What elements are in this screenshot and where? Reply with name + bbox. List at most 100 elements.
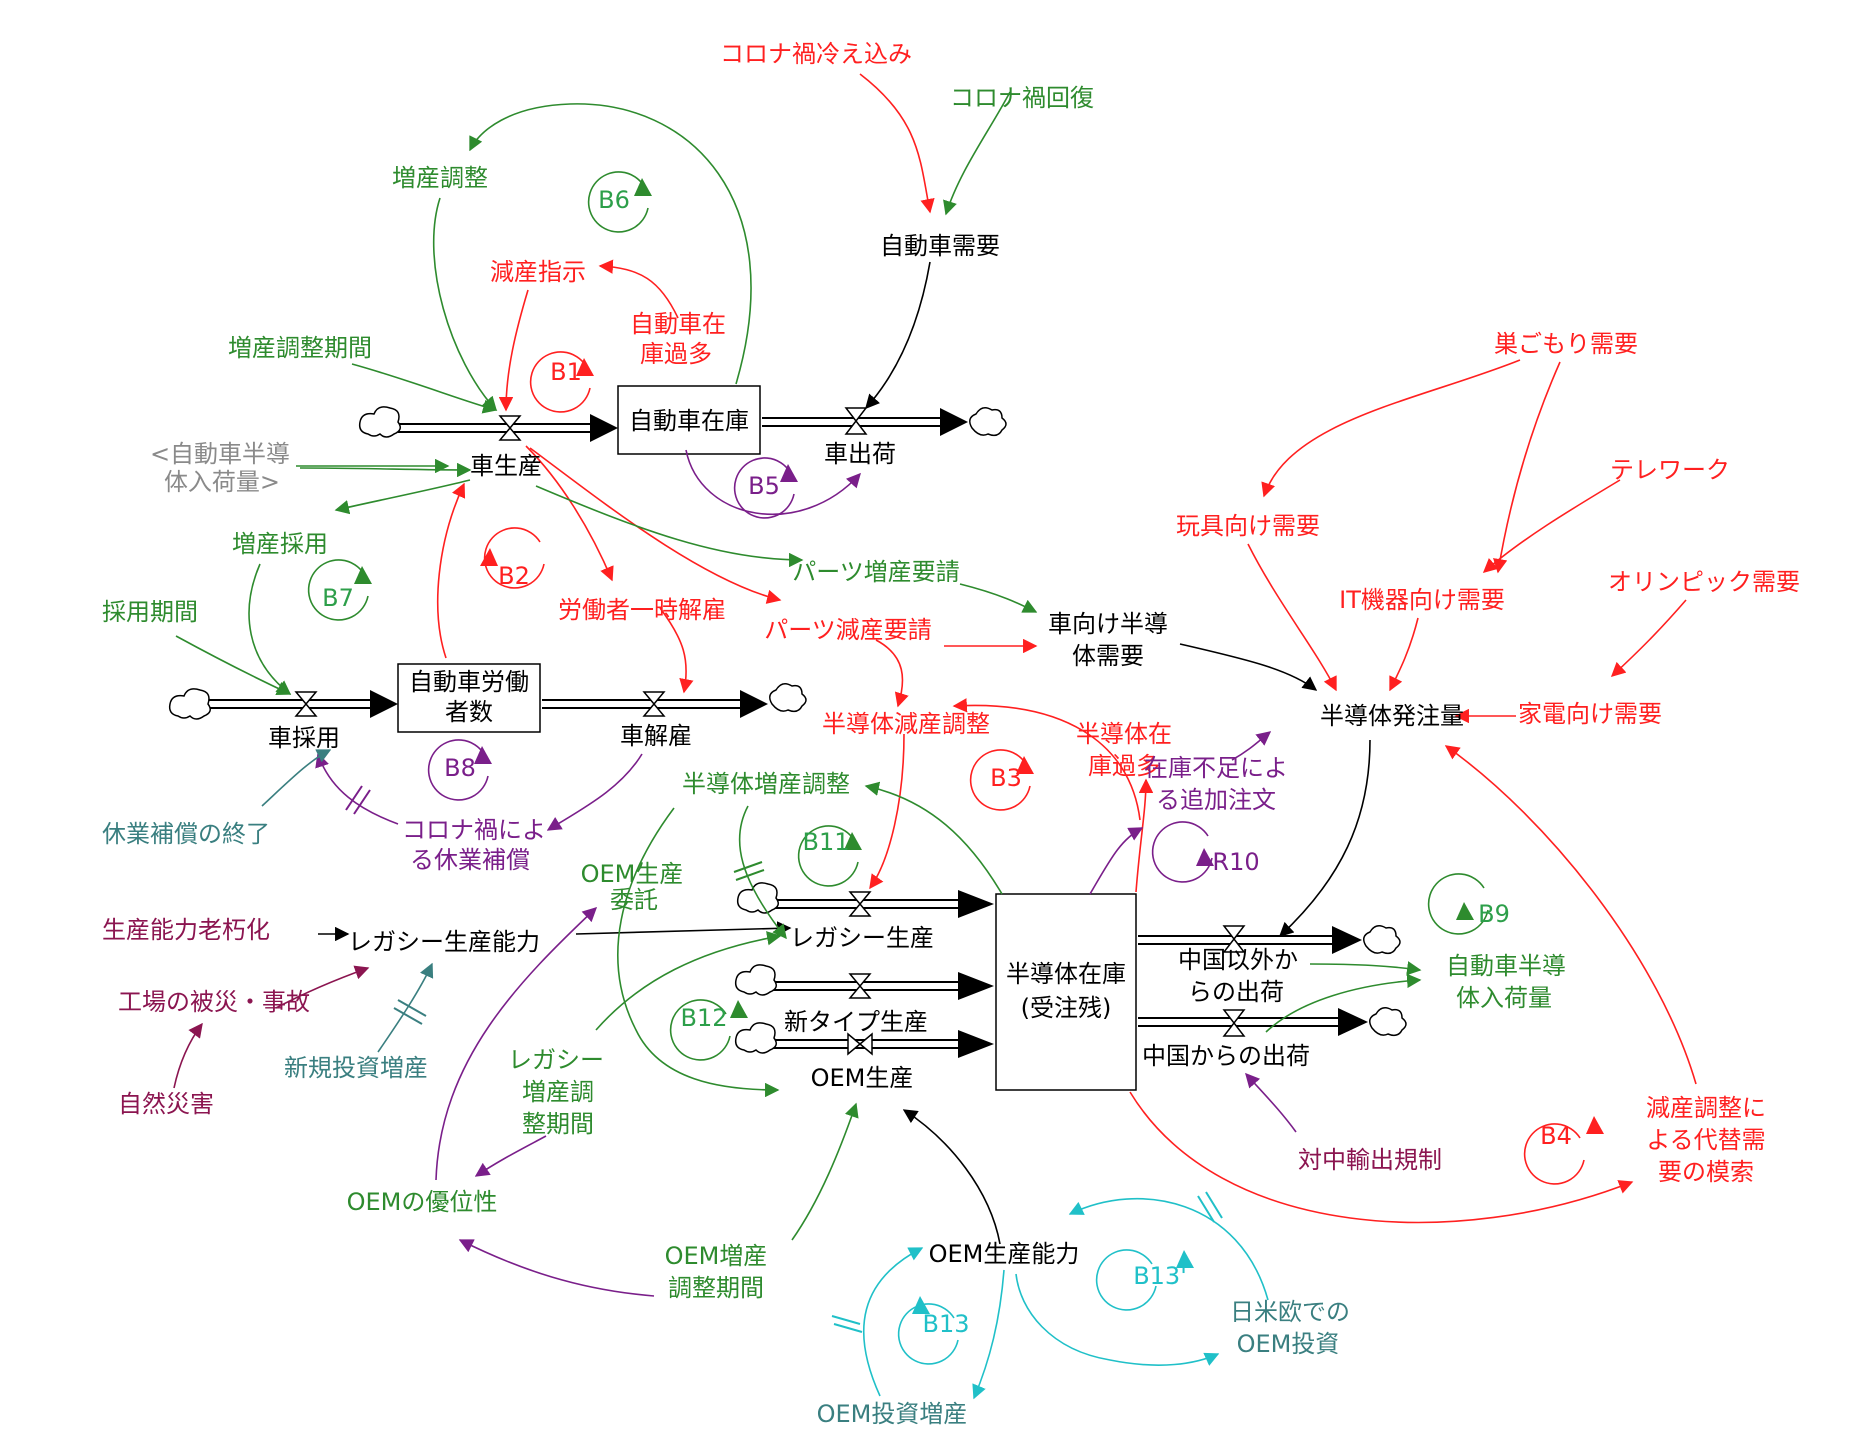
label-telework: テレワーク (1610, 456, 1730, 484)
label-corona-recovery: コロナ禍回復 (950, 84, 1094, 112)
loop-circle-arrow (1151, 821, 1213, 883)
label-corona-leave-comp: る休業補償 (410, 846, 530, 874)
label-capacity-aging: 生産能力老朽化 (102, 916, 270, 944)
label-jp-us-eu-oem: OEM投資 (1237, 1330, 1340, 1358)
label-legacy-adjust: 整期間 (522, 1110, 594, 1138)
link-green (595, 931, 782, 1031)
label-car-semi-ref: <自動車半導 (150, 440, 290, 468)
label-new-investment: 新規投資増産 (284, 1054, 428, 1082)
label-semi-excess: 庫過多 (1088, 752, 1160, 780)
label-oem-production: OEM生産 (811, 1064, 914, 1092)
loop-arrowhead (730, 1000, 748, 1018)
flow-valves (294, 407, 1246, 1056)
link-green (175, 635, 292, 696)
valve-icon (847, 1032, 873, 1056)
label-oem-adjust: 調整期間 (668, 1274, 764, 1302)
loop-label-b1: B1 (550, 358, 582, 386)
label-it-demand: IT機器向け需要 (1339, 586, 1505, 614)
cloud-icon (734, 1022, 777, 1054)
link-red (525, 445, 614, 582)
link-black (865, 261, 931, 410)
loop-circle-arrow (427, 739, 489, 801)
label-leave-comp-end: 休業補償の終了 (102, 820, 270, 848)
loop-circle-arrow (1095, 1249, 1157, 1311)
valve-icon (1222, 1009, 1246, 1037)
loop-label-b11: B11 (802, 828, 849, 856)
cloud-icon (969, 407, 1007, 437)
link-cyan (862, 1247, 924, 1397)
flow-arrowhead (940, 408, 968, 436)
loop-arrowhead (1176, 1250, 1194, 1268)
loop-arrowhead (1196, 848, 1214, 866)
loop-arrowhead (780, 464, 798, 482)
label-car-semi-ref: 体入荷量> (164, 468, 280, 496)
link-green (535, 485, 804, 568)
label-natural-disaster: 自然災害 (118, 1090, 214, 1118)
loop-label-b12: B12 (680, 1004, 727, 1032)
link-purple (1231, 731, 1272, 761)
loop-circle-arrow (587, 171, 649, 233)
link-red (1610, 599, 1687, 677)
flow-arrowhead (958, 972, 994, 1000)
loop-label-b13: B13 (922, 1310, 969, 1338)
label-legacy-production: レガシー生産 (790, 924, 934, 952)
stock-boxes (397, 385, 1137, 1091)
link-green (791, 1102, 859, 1241)
label-olympic-demand: オリンピック需要 (1608, 568, 1800, 596)
link-teal (261, 749, 332, 807)
label-parts-decrease-request: パーツ減産要請 (764, 616, 932, 644)
label-hiring-period: 採用期間 (102, 598, 198, 626)
loop-circle-arrow (529, 351, 591, 413)
link-purple (1245, 1072, 1297, 1133)
label-oem-investment: OEM投資増産 (817, 1400, 968, 1428)
loop-circle-arrow (733, 457, 795, 519)
link-red (875, 639, 909, 708)
label-increase-hiring: 増産採用 (232, 530, 328, 558)
label-new-type-production: 新タイプ生産 (784, 1008, 928, 1036)
loop-label-b6: B6 (598, 186, 630, 214)
cloud-icon (769, 683, 807, 713)
link-red (1482, 479, 1621, 573)
link-purple (1089, 827, 1144, 895)
loop-circle-arrow (797, 825, 859, 887)
label-temp-layoff: 労働者一時解雇 (558, 596, 726, 624)
cloud-icon (358, 406, 401, 438)
label-car-shipment: 車出荷 (824, 440, 896, 468)
loop-arrowhead (912, 1296, 930, 1314)
label-nest-demand: 巣ごもり需要 (1494, 330, 1638, 358)
delay-mark (1197, 1191, 1223, 1223)
link-green (334, 479, 471, 515)
label-non-china-shipment: 中国以外か (1178, 946, 1298, 974)
loop-arrowhead (844, 832, 862, 850)
link-red (1247, 543, 1337, 692)
label-oem-adjust: OEM増産 (665, 1242, 768, 1270)
flow-arrowhead (1338, 1008, 1368, 1036)
link-red (1389, 617, 1419, 692)
loop-label-b7: B7 (322, 584, 354, 612)
label-china-shipment: 中国からの出荷 (1142, 1042, 1310, 1070)
label-jp-us-eu-oem: 日米欧での (1230, 1298, 1350, 1326)
link-red (498, 289, 529, 412)
link-red (529, 447, 782, 604)
label-semi-decrease-adjust: 半導体減産調整 (822, 710, 990, 738)
link-purple (435, 907, 598, 1181)
label-car-semi-arrival: 自動車半導 (1446, 952, 1566, 980)
label-stock-shortage-order: る追加注文 (1156, 786, 1276, 814)
loop-circle-arrow (669, 999, 731, 1061)
loop-arrowhead (576, 358, 594, 376)
flow-arrowhead (590, 414, 618, 442)
label-stock-shortage-order: 在庫不足によ (1144, 754, 1288, 782)
label-car-excess: 庫過多 (640, 340, 712, 368)
label-legacy-adjust: レガシー (508, 1046, 604, 1074)
link-green (1309, 961, 1422, 976)
loop-arrowhead (480, 548, 498, 566)
link-black (1278, 739, 1371, 937)
label-factory-disaster: 工場の被災・事故 (118, 988, 310, 1016)
link-red (436, 482, 466, 659)
label-legacy-adjust: 増産調 (522, 1078, 594, 1106)
link-green (432, 197, 497, 412)
loop-symbols (307, 171, 1604, 1365)
loop-circle-arrow (897, 1303, 959, 1365)
loop-arrowhead (1456, 902, 1474, 920)
